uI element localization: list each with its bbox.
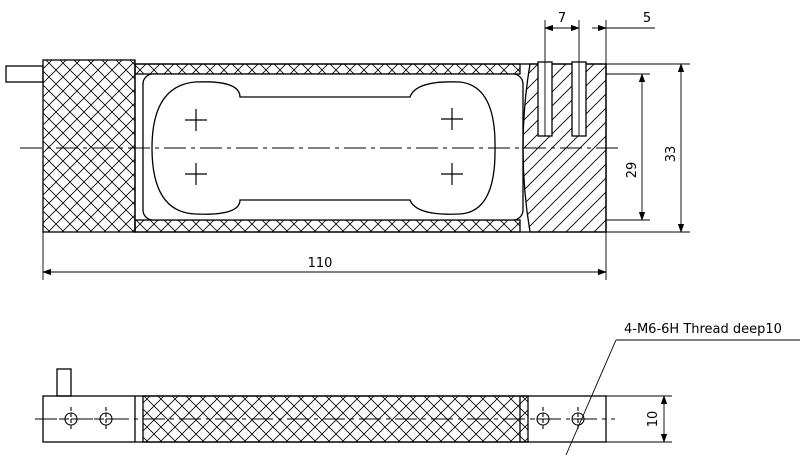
cable-stub bbox=[5, 65, 44, 83]
dim-inner-height: 29 bbox=[625, 162, 640, 179]
thread-hole-1 bbox=[59, 407, 83, 431]
hole-mark-3 bbox=[441, 108, 463, 130]
side-cable-stub bbox=[56, 368, 72, 397]
thread-hole-2 bbox=[94, 407, 118, 431]
dim-edge-offset: 5 bbox=[643, 11, 651, 26]
hole-mark-1 bbox=[185, 109, 207, 131]
dim-thickness-label: 10 bbox=[646, 411, 661, 428]
dim-heights bbox=[606, 63, 690, 233]
side-view bbox=[42, 368, 607, 443]
left-crosshatch-block bbox=[42, 59, 136, 233]
bottom-band-hatch bbox=[134, 219, 521, 233]
dim-thickness bbox=[606, 395, 672, 443]
hole-mark-4 bbox=[441, 163, 463, 185]
dim-length bbox=[42, 232, 607, 280]
thread-callout: 4-M6-6H Thread deep10 bbox=[624, 322, 782, 337]
thread-hole-3 bbox=[531, 407, 555, 431]
dim-outer-height: 33 bbox=[664, 146, 679, 163]
hole-marks bbox=[185, 108, 463, 185]
dim-hole-spacing: 7 bbox=[558, 11, 566, 26]
dim-top-holes bbox=[544, 20, 655, 64]
thread-callout-leader bbox=[565, 339, 800, 456]
top-view bbox=[5, 59, 607, 233]
hole-mark-2 bbox=[185, 163, 207, 185]
side-holes bbox=[59, 407, 590, 431]
dim-length-label: 110 bbox=[308, 256, 333, 271]
top-band-hatch bbox=[134, 63, 521, 75]
